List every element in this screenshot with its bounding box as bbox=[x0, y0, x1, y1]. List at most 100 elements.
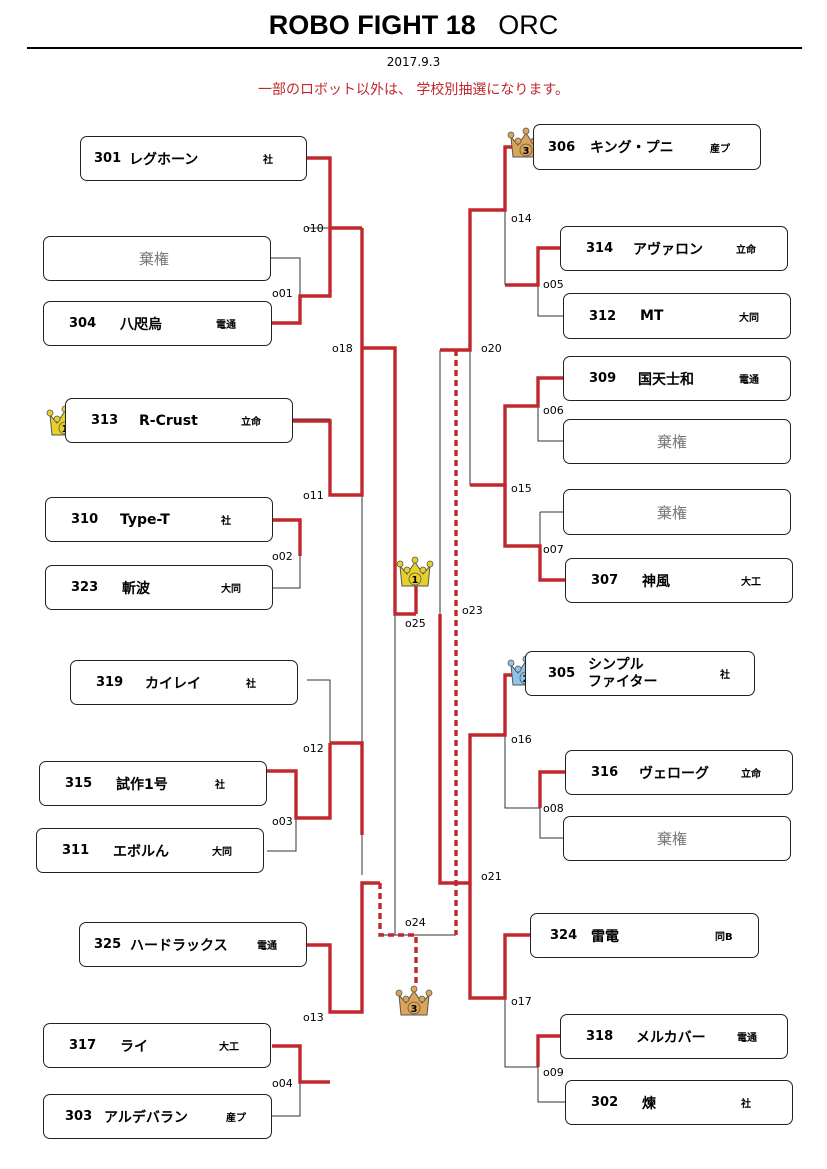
forfeit-label: 棄権 bbox=[139, 250, 170, 268]
match-o05: o05 bbox=[543, 278, 564, 291]
robot-name: MT bbox=[640, 308, 664, 324]
school-name: 大工 bbox=[219, 1042, 239, 1053]
entry-number: 309 bbox=[589, 371, 617, 386]
win-325 bbox=[307, 881, 380, 1014]
match-o04: o04 bbox=[272, 1077, 293, 1090]
robot-name: ハードラックス bbox=[130, 937, 228, 954]
match-o23: o23 bbox=[462, 604, 483, 617]
dash-o24 bbox=[378, 883, 418, 985]
crown-jewel bbox=[514, 137, 522, 145]
entry-number: 319 bbox=[96, 675, 124, 690]
crown-jewel bbox=[514, 665, 522, 673]
entry-number: 317 bbox=[69, 1038, 97, 1053]
crown-badge bbox=[519, 143, 533, 157]
entry-number: 315 bbox=[65, 776, 93, 791]
school-name: 大工 bbox=[741, 577, 761, 588]
crown-rank-label: 3 bbox=[523, 146, 530, 157]
crown-jewel bbox=[403, 566, 411, 574]
win-315 bbox=[267, 743, 332, 820]
win-305-path bbox=[438, 614, 525, 885]
entry-number: 304 bbox=[69, 316, 97, 331]
entry-forfeit-o01: 棄権 bbox=[43, 236, 271, 281]
entry-319: 319 カイレイ 社 bbox=[70, 660, 298, 705]
crown-jewel bbox=[425, 989, 433, 997]
school-name: 立命 bbox=[741, 769, 761, 780]
match-o02: o02 bbox=[272, 550, 293, 563]
crown-jewel bbox=[46, 409, 54, 417]
win-307 bbox=[503, 485, 565, 582]
robot-name: ヴェローグ bbox=[639, 765, 709, 782]
entry-305: 305 シンプル ファイター 社 bbox=[525, 651, 755, 696]
forfeit-label: 棄権 bbox=[657, 433, 688, 451]
robot-name-line1: シンプル bbox=[588, 656, 644, 673]
robot-name-2line: シンプル ファイター bbox=[588, 652, 657, 695]
robot-name: アヴァロン bbox=[633, 241, 703, 258]
crown-rank-label: 3 bbox=[411, 1004, 418, 1015]
school-name: 立命 bbox=[736, 245, 756, 256]
crown-rank-label: 1 bbox=[412, 575, 419, 586]
match-o17: o17 bbox=[511, 995, 532, 1008]
match-o21: o21 bbox=[481, 870, 502, 883]
school-name: 社 bbox=[720, 670, 730, 681]
entry-forfeit-o07: 棄権 bbox=[563, 489, 791, 535]
robot-name: 斬波 bbox=[122, 580, 150, 597]
entry-number: 318 bbox=[586, 1029, 614, 1044]
crown-jewel bbox=[426, 560, 434, 568]
entry-number: 306 bbox=[548, 139, 576, 155]
robot-name: メルカバー bbox=[636, 1029, 706, 1046]
school-name: 同B bbox=[715, 932, 733, 943]
school-name: 社 bbox=[215, 780, 225, 791]
entry-323: 323 斬波 大同 bbox=[45, 565, 273, 610]
school-name: 産プ bbox=[710, 143, 730, 155]
entry-311: 311 エボルん 大同 bbox=[36, 828, 264, 873]
entry-number: 314 bbox=[586, 241, 614, 256]
entry-316: 316 ヴェローグ 立命 bbox=[565, 750, 793, 795]
crown-icon: 3 bbox=[395, 985, 433, 1016]
match-o16: o16 bbox=[511, 733, 532, 746]
school-name: 大同 bbox=[212, 847, 232, 858]
entry-309: 309 国天士和 電通 bbox=[563, 356, 791, 401]
match-o10: o10 bbox=[303, 222, 324, 235]
match-o15: o15 bbox=[511, 482, 532, 495]
school-name: 社 bbox=[741, 1099, 751, 1110]
entry-number: 302 bbox=[591, 1095, 619, 1110]
win-301 bbox=[307, 156, 362, 230]
entry-number: 316 bbox=[591, 765, 619, 780]
crown-jewel bbox=[507, 659, 515, 667]
entry-318: 318 メルカバー 電通 bbox=[560, 1014, 788, 1059]
win-304 bbox=[272, 228, 332, 325]
match-o03: o03 bbox=[272, 815, 293, 828]
line-o12-top bbox=[307, 679, 331, 743]
robot-name: アルデバラン bbox=[104, 1109, 188, 1126]
match-o13: o13 bbox=[303, 1011, 324, 1024]
win-324 bbox=[468, 883, 530, 1000]
match-o24: o24 bbox=[405, 916, 426, 929]
entry-303: 303 アルデバラン 産プ bbox=[43, 1094, 272, 1139]
robot-name: 煉 bbox=[642, 1095, 656, 1112]
school-name: 大同 bbox=[221, 584, 241, 595]
entry-313: 313 R-Crust 立命 bbox=[65, 398, 293, 443]
crown-jewel bbox=[411, 556, 419, 564]
entry-302: 302 煉 社 bbox=[565, 1080, 793, 1125]
entry-number: 310 bbox=[71, 512, 99, 527]
crown-jewel bbox=[418, 995, 426, 1003]
entry-310: 310 Type-T 社 bbox=[45, 497, 273, 542]
entry-forfeit-o08: 棄権 bbox=[563, 816, 791, 861]
entry-number: 325 bbox=[94, 937, 122, 952]
match-o25: o25 bbox=[405, 617, 426, 630]
entry-number: 311 bbox=[62, 843, 90, 858]
robot-name: カイレイ bbox=[145, 675, 201, 692]
match-o08: o08 bbox=[543, 802, 564, 815]
entry-number: 301 bbox=[94, 151, 122, 166]
line-o02-bottom bbox=[273, 556, 301, 589]
entry-312: 312 MT 大同 bbox=[563, 293, 791, 339]
entry-number: 323 bbox=[71, 580, 99, 595]
robot-name: 雷電 bbox=[591, 928, 619, 945]
line-o13-top bbox=[307, 944, 331, 1012]
win-317 bbox=[272, 1044, 330, 1084]
school-name: 大同 bbox=[739, 312, 759, 324]
win-309 bbox=[470, 376, 563, 487]
school-name: 社 bbox=[246, 679, 256, 690]
crown-jewel bbox=[507, 131, 515, 139]
